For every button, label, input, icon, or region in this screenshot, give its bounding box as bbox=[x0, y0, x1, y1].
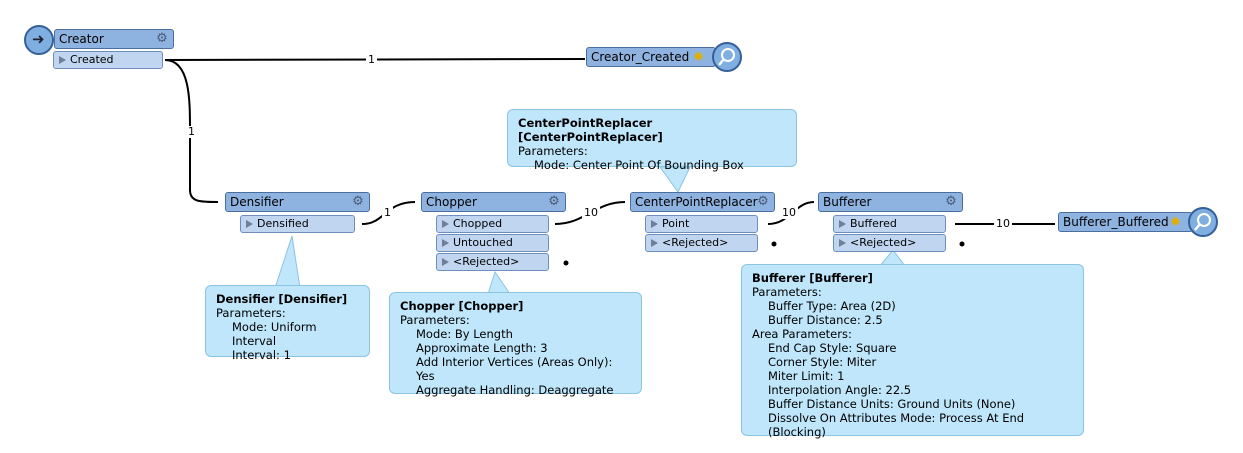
node-bufferer[interactable]: Bufferer ⚙ bbox=[818, 192, 963, 212]
node-densifier[interactable]: Densifier ⚙ bbox=[225, 192, 370, 212]
annotation-line: Miter Limit: 1 bbox=[768, 369, 845, 383]
annotation-title: Chopper [Chopper] bbox=[400, 299, 524, 313]
annotation-line: Interpolation Angle: 22.5 bbox=[768, 383, 912, 397]
port-label: <Rejected> bbox=[662, 236, 729, 249]
port-point[interactable]: Point bbox=[645, 215, 758, 233]
port-densified[interactable]: Densified bbox=[240, 215, 355, 233]
node-title: Chopper bbox=[426, 195, 477, 209]
port-rejected[interactable]: <Rejected> bbox=[833, 234, 946, 252]
rejected-dot-chopper bbox=[563, 260, 569, 266]
annotation-title: Bufferer [Bufferer] bbox=[752, 271, 873, 285]
gear-icon[interactable]: ⚙ bbox=[945, 194, 957, 209]
pointer-chopper bbox=[487, 270, 511, 295]
node-title: Bufferer_Buffered bbox=[1063, 215, 1169, 229]
annotation-line: Area Parameters: bbox=[752, 327, 852, 341]
annotation-densifier[interactable]: Densifier [Densifier] Parameters: Mode: … bbox=[205, 285, 370, 362]
node-title: Densifier bbox=[230, 195, 284, 209]
annotation-line: Mode: Center Point Of Bounding Box bbox=[534, 158, 744, 172]
annotation-line: Approximate Length: 3 bbox=[416, 341, 548, 355]
port-untouched[interactable]: Untouched bbox=[436, 234, 549, 252]
node-title: CenterPointReplacer bbox=[635, 195, 758, 209]
annotation-line: Parameters: bbox=[216, 306, 286, 320]
gear-icon[interactable]: ⚙ bbox=[757, 194, 769, 209]
annotation-line: Buffer Distance: 2.5 bbox=[768, 313, 883, 327]
annotation-line: Corner Style: Miter bbox=[768, 355, 877, 369]
port-rejected[interactable]: <Rejected> bbox=[436, 253, 549, 271]
port-chopped[interactable]: Chopped bbox=[436, 215, 549, 233]
node-bufferer-buffered[interactable]: Bufferer_Buffered bbox=[1058, 212, 1193, 232]
port-buffered[interactable]: Buffered bbox=[833, 215, 946, 233]
annotation-title: CenterPointReplacer [CenterPointReplacer… bbox=[518, 116, 663, 144]
annotation-line: Mode: By Length bbox=[416, 327, 513, 341]
rejected-dot-bufferer bbox=[959, 241, 965, 247]
port-label: <Rejected> bbox=[850, 236, 917, 249]
count-label: 1 bbox=[382, 206, 393, 219]
annotation-line: Add Interior Vertices (Areas Only): Yes bbox=[416, 355, 613, 383]
sun-icon: ✹ bbox=[1170, 215, 1181, 230]
annotation-line: Parameters: bbox=[518, 144, 588, 158]
annotation-bufferer[interactable]: Bufferer [Bufferer] Parameters: Buffer T… bbox=[741, 264, 1084, 439]
port-label: Untouched bbox=[453, 236, 513, 249]
port-label: Chopped bbox=[453, 217, 503, 230]
annotation-line: Mode: Uniform Interval bbox=[232, 320, 317, 348]
rejected-dot-cpr bbox=[771, 241, 777, 247]
port-rejected[interactable]: <Rejected> bbox=[645, 234, 758, 252]
magnifier-icon[interactable] bbox=[712, 42, 742, 72]
gear-icon[interactable]: ⚙ bbox=[352, 194, 364, 209]
gear-icon[interactable]: ⚙ bbox=[548, 194, 560, 209]
annotation-line: Parameters: bbox=[400, 313, 470, 327]
port-label: Buffered bbox=[850, 217, 897, 230]
count-label: 1 bbox=[186, 125, 197, 138]
node-title: Creator_Created bbox=[591, 50, 690, 64]
annotation-centerpointreplacer[interactable]: CenterPointReplacer [CenterPointReplacer… bbox=[507, 109, 797, 172]
annotation-title: Densifier [Densifier] bbox=[216, 292, 348, 306]
annotation-line: Buffer Type: Area (2D) bbox=[768, 299, 896, 313]
node-chopper[interactable]: Chopper ⚙ bbox=[421, 192, 566, 212]
node-creator-created[interactable]: Creator_Created bbox=[586, 47, 716, 67]
annotation-line: Buffer Distance Units: Ground Units (Non… bbox=[768, 397, 1016, 411]
count-label: 10 bbox=[780, 206, 798, 219]
sun-icon: ✹ bbox=[693, 50, 704, 65]
annotation-line: Interval: 1 bbox=[232, 348, 291, 362]
port-label: Created bbox=[70, 53, 114, 66]
pointer-densifier bbox=[274, 235, 301, 289]
port-label: Point bbox=[662, 217, 690, 230]
node-title: Creator bbox=[59, 32, 104, 46]
count-label: 10 bbox=[994, 217, 1012, 230]
annotation-line: Parameters: bbox=[752, 285, 822, 299]
port-created[interactable]: Created bbox=[53, 51, 163, 69]
magnifier-icon[interactable] bbox=[1188, 207, 1218, 237]
count-label: 10 bbox=[582, 206, 600, 219]
annotation-chopper[interactable]: Chopper [Chopper] Parameters: Mode: By L… bbox=[389, 292, 642, 397]
gear-icon[interactable]: ⚙ bbox=[156, 31, 168, 46]
node-centerpointreplacer[interactable]: CenterPointReplacer ⚙ bbox=[630, 192, 775, 212]
port-label: Densified bbox=[257, 217, 309, 230]
node-title: Bufferer bbox=[823, 195, 872, 209]
input-arrow-icon: ➜ bbox=[32, 30, 45, 48]
port-label: <Rejected> bbox=[453, 255, 520, 268]
pointer-cpr bbox=[659, 166, 691, 193]
creator-icon[interactable]: ➜ bbox=[24, 25, 54, 55]
node-creator[interactable]: Creator ⚙ bbox=[54, 29, 174, 49]
annotation-line: Aggregate Handling: Deaggregate bbox=[416, 383, 614, 397]
count-label: 1 bbox=[366, 53, 377, 66]
annotation-line: End Cap Style: Square bbox=[768, 341, 897, 355]
annotation-line: Dissolve On Attributes Mode: Process At … bbox=[768, 411, 1025, 439]
